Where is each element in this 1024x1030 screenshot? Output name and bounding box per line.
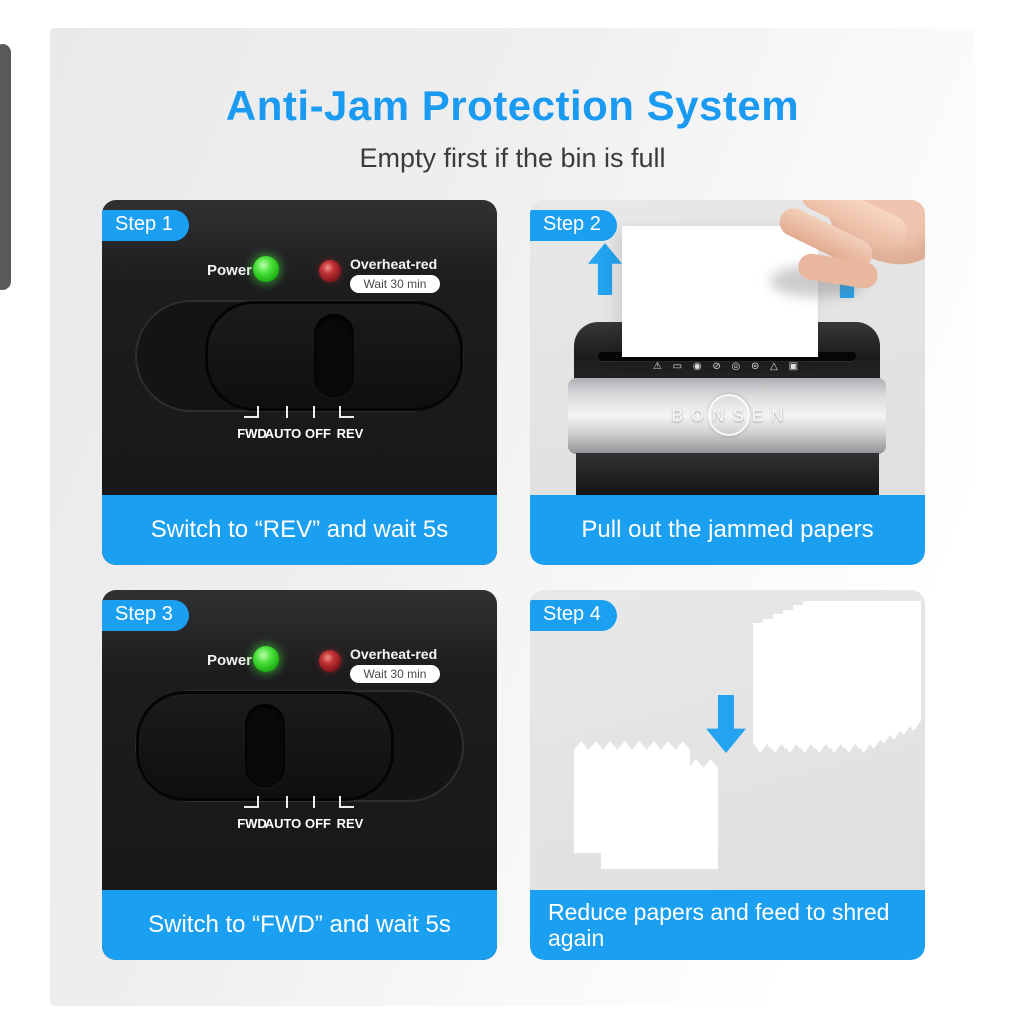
down-arrow-icon [706,695,746,753]
switch-tick-rev [339,406,354,418]
paper-stack-sheet [753,623,871,753]
switch-tick-rev [339,796,354,808]
switch-position-label-off: OFF [305,816,331,831]
step-2-badge: Step 2 [530,210,617,241]
switch-position-label-auto: AUTO [264,426,302,441]
power-led-green [253,646,279,672]
power-label: Power [206,262,252,279]
shredded-paper-front [601,759,718,869]
shredder-brand-logo: BONSEN [671,406,792,425]
switch-tick-fwd [244,796,259,808]
switch-position-label-rev: REV [336,426,364,441]
wait-30-min-tag: Wait 30 min [350,275,440,293]
slide-switch-knob-fwd [139,694,391,798]
slide-switch-track [135,690,464,802]
overheat-label: Overheat-red [350,646,438,662]
page-subtitle: Empty first if the bin is full [359,143,666,173]
switch-position-label-fwd: FWD [237,816,267,831]
step-1-caption: Switch to “REV” and wait 5s [102,495,497,565]
step-2-caption: Pull out the jammed papers [530,495,925,565]
step-3-badge: Step 3 [102,600,189,631]
step-4-badge: Step 4 [530,600,617,631]
switch-tick-auto [286,406,288,418]
overheat-label: Overheat-red [350,256,438,272]
brand-ring-icon [708,394,750,436]
switch-position-label-auto: AUTO [264,816,302,831]
switch-tick-off [313,796,315,808]
switch-tick-fwd [244,406,259,418]
step-3-panel: Step 3 Power Overheat-red Wait 30 min FW… [102,590,497,960]
shredder-safety-icons: ⚠ ▭ ◉ ⊘ ◎ ⊜ △ ▣ [652,361,803,372]
slide-switch-knob-rev [208,304,460,408]
power-label: Power [206,652,252,669]
power-led-green [253,256,279,282]
switch-tick-off [313,406,315,418]
jammed-paper-sheet [622,226,818,357]
switch-position-label-fwd: FWD [237,426,267,441]
switch-tick-auto [286,796,288,808]
hand-image [770,200,925,305]
slide-switch-track [135,300,464,412]
switch-knob-slot [314,314,354,398]
gallery-scrollbar-thumb[interactable] [0,44,11,290]
switch-position-label-off: OFF [305,426,331,441]
wait-30-min-tag: Wait 30 min [350,665,440,683]
switch-position-label-rev: REV [336,816,364,831]
step-3-caption: Switch to “FWD” and wait 5s [102,890,497,960]
shredder-body [576,453,879,497]
step-4-panel: Step 4 Reduce papers and feed to shred a… [530,590,925,960]
step-4-caption: Reduce papers and feed to shred again [530,890,925,960]
step-2-panel: Step 2 ⚠ ▭ ◉ ⊘ ◎ ⊜ △ ▣ BONSEN Pull out t… [530,200,925,565]
step-1-panel: Step 1 Power Overheat-red Wait 30 min FW… [102,200,497,565]
page-title: Anti-Jam Protection System [225,82,800,129]
overheat-led-red [319,260,341,282]
overheat-led-red [319,650,341,672]
switch-knob-slot [245,704,285,788]
step-1-badge: Step 1 [102,210,189,241]
up-arrow-icon-left [588,243,622,295]
